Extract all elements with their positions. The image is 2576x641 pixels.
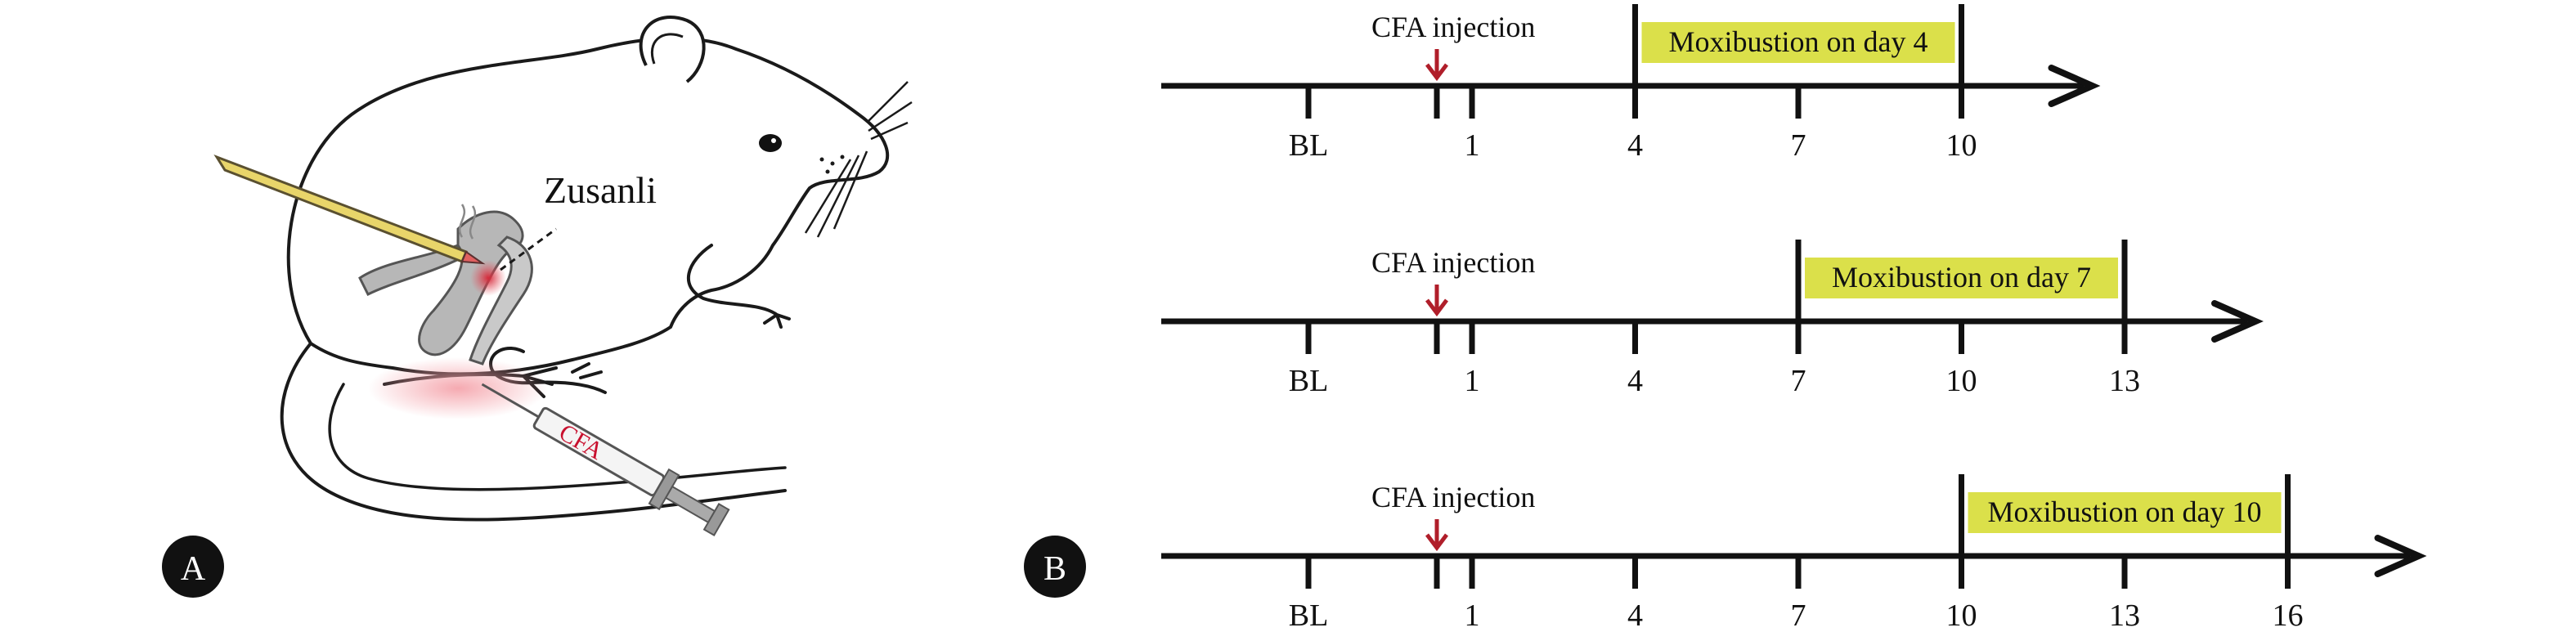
rat-front-leg (687, 244, 791, 329)
tick-label: 4 (1627, 598, 1643, 633)
moxibustion-highlight (1641, 22, 1955, 63)
timeline-arrowhead (2211, 300, 2264, 343)
tick-label: 7 (1791, 364, 1806, 398)
injection-label: CFA injection (1371, 481, 1535, 513)
acupoint-pointer (500, 227, 557, 271)
tick-label: BL (1289, 128, 1329, 163)
rat-whiskers (804, 81, 913, 238)
tick-label: 16 (2273, 598, 2304, 633)
injection-arrowhead (1425, 63, 1448, 82)
tick-label: BL (1289, 364, 1329, 398)
panel-b-badge (1024, 536, 1086, 598)
rat-eye (759, 134, 782, 152)
inflammation-glow (368, 357, 548, 419)
moxa-stick (213, 155, 486, 265)
timeline-arrowhead (2374, 535, 2427, 577)
panel-a-rat-illustration: Zusanli CFA A (162, 16, 913, 598)
tick-label: 1 (1465, 598, 1480, 633)
rat-body (286, 36, 890, 376)
rat-eye-shine (771, 138, 776, 143)
moxibustion-label: Moxibustion on day 10 (1987, 495, 2261, 528)
tick-label: 4 (1627, 364, 1643, 398)
panel-b-letter: B (1043, 550, 1066, 588)
tick-label: 10 (1946, 128, 1977, 163)
injection-arrowhead (1425, 298, 1448, 317)
injection-label: CFA injection (1371, 246, 1535, 279)
tick-label: 1 (1465, 364, 1480, 398)
rat-snout-dots (819, 155, 845, 174)
moxibustion-label: Moxibustion on day 7 (1832, 261, 2091, 294)
tick-label: 1 (1465, 128, 1480, 163)
tick-label: 7 (1791, 128, 1806, 163)
rat-ear-inner (650, 33, 684, 65)
acupoint-label: Zusanli (544, 169, 657, 211)
moxibustion-highlight (1968, 492, 2282, 533)
injection-arrowhead (1425, 533, 1448, 552)
injection-label: CFA injection (1371, 11, 1535, 43)
moxibustion-label: Moxibustion on day 4 (1668, 25, 1928, 58)
leg-bone-tibia (469, 235, 533, 365)
moxa-smoke (458, 204, 477, 240)
acupoint-glow (470, 260, 506, 296)
tick-label: 10 (1946, 364, 1977, 398)
rat-tail-inner (328, 383, 787, 491)
tick-label: 7 (1791, 598, 1806, 633)
tick-label: BL (1289, 598, 1329, 633)
tick-label: 13 (2109, 364, 2140, 398)
rat-tail (280, 342, 787, 522)
tick-label: 10 (1946, 598, 1977, 633)
rat-ear (639, 16, 706, 83)
panel-a-letter: A (181, 550, 206, 588)
timeline-arrowhead (2048, 65, 2101, 107)
panel-a-badge (162, 536, 224, 598)
moxibustion-highlight (1805, 258, 2118, 298)
tick-label: 13 (2109, 598, 2140, 633)
leg-bone-femur (418, 210, 524, 356)
tick-label: 4 (1627, 128, 1643, 163)
